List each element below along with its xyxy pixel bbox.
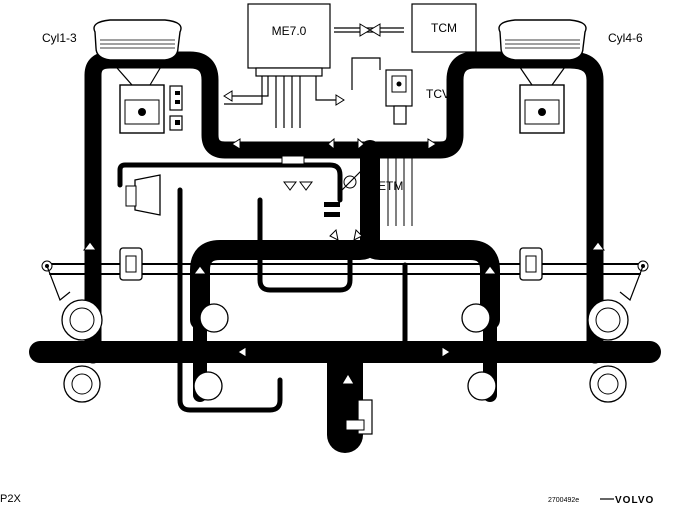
flow-arrow-icon xyxy=(427,138,437,150)
flow-arrow-icon xyxy=(441,346,451,358)
brand-label: VOLVO xyxy=(615,495,654,506)
bypass-valve xyxy=(281,155,340,217)
footer-left-label: P2X xyxy=(0,493,21,505)
cylinder-bank-right xyxy=(498,19,587,134)
flow-arrow-icon xyxy=(483,265,497,275)
flow-arrow-icon xyxy=(223,90,233,102)
flow-arrow-icon xyxy=(83,241,97,251)
flow-arrow-icon xyxy=(231,138,241,150)
flow-arrow-icon xyxy=(193,265,207,275)
side-valve-right xyxy=(519,247,649,281)
connector-icon xyxy=(169,85,183,111)
etm-label: ETM xyxy=(378,179,403,193)
tcv-valve: TCV xyxy=(351,57,450,125)
flow-arrow-icon xyxy=(283,181,297,191)
cylinder-bank-left xyxy=(93,19,183,134)
flow-arrows xyxy=(83,137,605,358)
flow-arrow-icon xyxy=(237,346,247,358)
actuator-left xyxy=(125,174,161,216)
etm-throttle: ETM xyxy=(337,158,413,226)
ecm-label: ME7.0 xyxy=(272,24,307,38)
flow-arrow-icon xyxy=(357,137,365,151)
tcm-label: TCM xyxy=(431,21,457,35)
footer-code: 2700492e xyxy=(548,497,579,504)
side-valve-left xyxy=(41,247,143,281)
flow-arrow-icon xyxy=(591,241,605,251)
flow-arrow-icon xyxy=(341,373,355,385)
flow-arrow-icon xyxy=(329,228,339,241)
cyl-left-label: Cyl1-3 xyxy=(42,31,77,45)
flow-arrow-icon xyxy=(353,228,363,241)
sensor-icon xyxy=(345,419,365,431)
flow-arrow-icon xyxy=(299,181,313,191)
flow-arrow-icon xyxy=(369,23,381,37)
manifold-bulbs xyxy=(61,299,629,403)
ecm-module: ME7.0 xyxy=(223,3,345,128)
flow-arrow-icon xyxy=(335,94,345,106)
intake-sensor xyxy=(341,373,373,435)
flow-arrow-icon xyxy=(327,137,335,151)
flow-arrow-icon xyxy=(359,23,371,37)
cyl-right-label: Cyl4-6 xyxy=(608,31,643,45)
tcm-module: TCM xyxy=(334,3,477,53)
volvo-logo-icon: VOLVO xyxy=(600,495,654,506)
tcv-label: TCV xyxy=(426,87,450,101)
